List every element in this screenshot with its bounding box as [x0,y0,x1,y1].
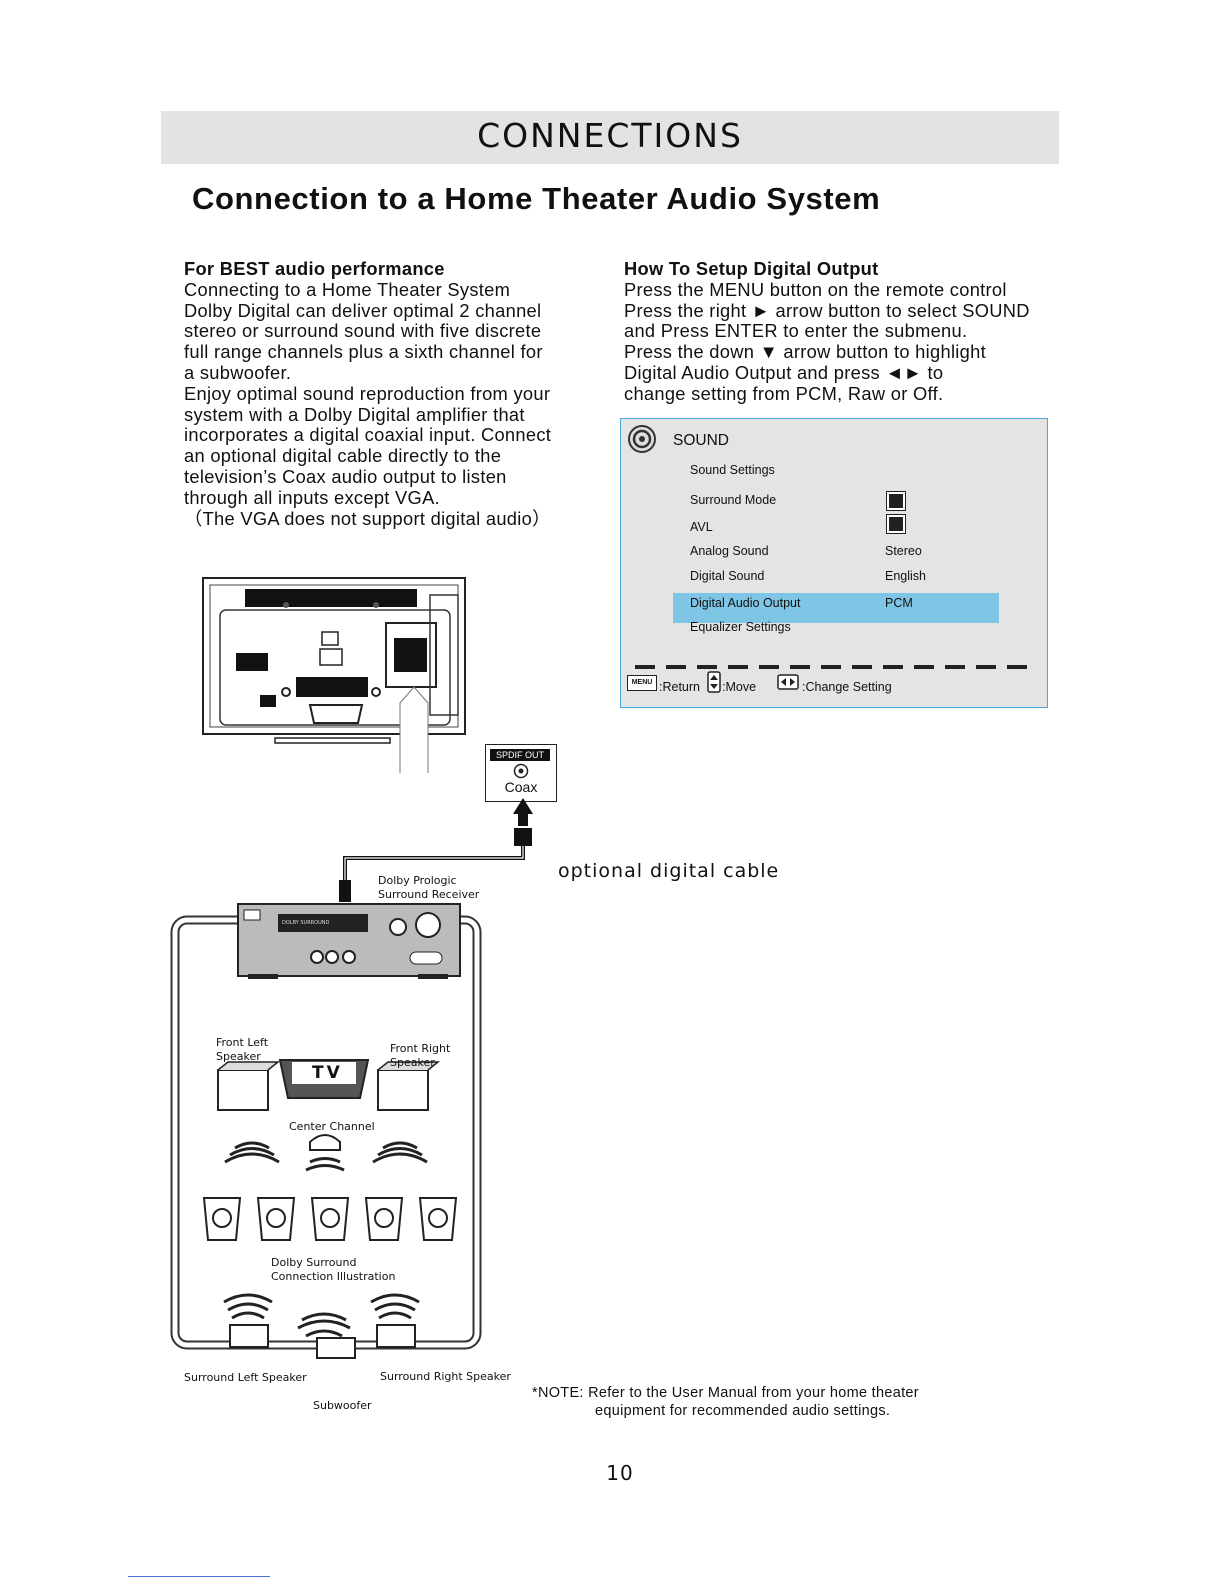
digital-sound-value: English [885,569,926,583]
osd-item-avl[interactable]: AVL [690,520,713,534]
text-line: Enjoy optimal sound reproduction from yo… [184,382,551,404]
text-line: change setting from PCM, Raw or Off. [624,382,944,404]
text-line: television’s Coax audio output to listen [184,465,507,487]
note-line1: *NOTE: Refer to the User Manual from you… [532,1385,919,1401]
surround-mode-checkbox[interactable] [886,491,906,511]
footer-change-setting: :Change Setting [802,680,892,694]
text-line: Connecting to a Home Theater System [184,278,511,300]
front-left-label-line1: Front Left [216,1036,269,1049]
up-down-keys-icon [707,671,721,693]
text-line: Press the down ▼ arrow button to highlig… [624,341,986,363]
setup-digital-output-text: How To Setup Digital Output Press the ME… [624,258,1064,405]
text-line: incorporates a digital coaxial input. Co… [184,424,552,446]
osd-title: SOUND [673,432,729,449]
text-line: Press the right ► arrow button to select… [624,299,1030,321]
surround-right-label: Surround Right Speaker [380,1370,511,1383]
page-number: 10 [606,1461,634,1485]
surround-left-label: Surround Left Speaker [184,1371,307,1384]
osd-item-sound-settings[interactable]: Sound Settings [690,463,775,477]
osd-item-digital-audio-output[interactable]: Digital Audio Output [690,596,801,610]
footer-move: :Move [722,680,757,694]
sound-menu-osd: SOUND Sound Settings Surround Mode AVL A… [620,418,1048,708]
best-audio-text: For BEST audio performance Connecting to… [184,258,604,529]
osd-item-analog-sound[interactable]: Analog Sound [690,544,769,558]
analog-sound-value: Stereo [885,544,922,558]
left-right-keys-icon [777,674,799,690]
osd-item-equalizer-settings[interactable]: Equalizer Settings [690,620,791,634]
speaker-icon [628,425,656,453]
text-line: （The VGA does not support digital audio） [184,507,551,529]
text-line: system with a Dolby Digital amplifier th… [184,403,525,425]
tv-label: TV [312,1063,343,1083]
home-theater-illustration [170,903,482,1359]
subwoofer-label: Subwoofer [313,1399,372,1412]
front-right-label-line1: Front Right [390,1042,451,1055]
text-line: Press the MENU button on the remote cont… [624,278,1007,300]
illustration-label-line2: Connection Illustration [271,1270,396,1283]
text-line: full range channels plus a sixth channel… [184,341,543,363]
coax-jack-icon [513,763,529,779]
digital-cable [339,798,533,902]
best-audio-heading: For BEST audio performance [184,258,445,279]
text-line: Dolby Digital can deliver optimal 2 chan… [184,299,542,321]
illustration-label-line1: Dolby Surround [271,1256,357,1269]
setup-heading: How To Setup Digital Output [624,258,879,279]
spdif-out-panel: SPDIF OUT Coax [485,744,557,802]
front-right-label-line2: Speaker [390,1056,435,1069]
footer-rule [128,1576,270,1577]
center-channel-label: Center Channel [289,1120,375,1133]
receiver-display-text: DOLBY SURROUND [282,920,330,926]
footer-return: :Return [659,680,700,694]
text-line: through all inputs except VGA. [184,486,440,508]
avl-checkbox[interactable] [886,514,906,534]
text-line: an optional digital cable directly to th… [184,445,502,467]
cable-label: optional digital cable [558,860,780,882]
section-banner [161,111,1059,164]
coax-label: Coax [504,779,538,795]
menu-key-icon: MENU [627,675,657,691]
digital-audio-output-value: PCM [885,596,913,610]
note-text: *NOTE: Refer to the User Manual from you… [532,1384,919,1420]
osd-highlight-bar [673,593,999,623]
tv-rear-illustration [202,577,466,773]
text-line: Digital Audio Output and press ◄► to [624,361,944,383]
text-line: stereo or surround sound with five discr… [184,320,542,342]
receiver-label-line1: Dolby Prologic [378,874,457,887]
front-left-label-line2: Speaker [216,1050,261,1063]
page-subtitle: Connection to a Home Theater Audio Syste… [192,181,881,216]
spdif-out-label: SPDIF OUT [490,749,550,761]
osd-item-surround-mode[interactable]: Surround Mode [690,493,777,507]
osd-divider [635,665,1031,669]
text-line: a subwoofer. [184,361,292,383]
text-line: and Press ENTER to enter the submenu. [624,320,968,342]
section-title: CONNECTIONS [477,116,743,155]
osd-item-digital-sound[interactable]: Digital Sound [690,569,765,583]
receiver-label-line2: Surround Receiver [378,888,480,901]
note-line2: equipment for recommended audio settings… [595,1403,891,1419]
